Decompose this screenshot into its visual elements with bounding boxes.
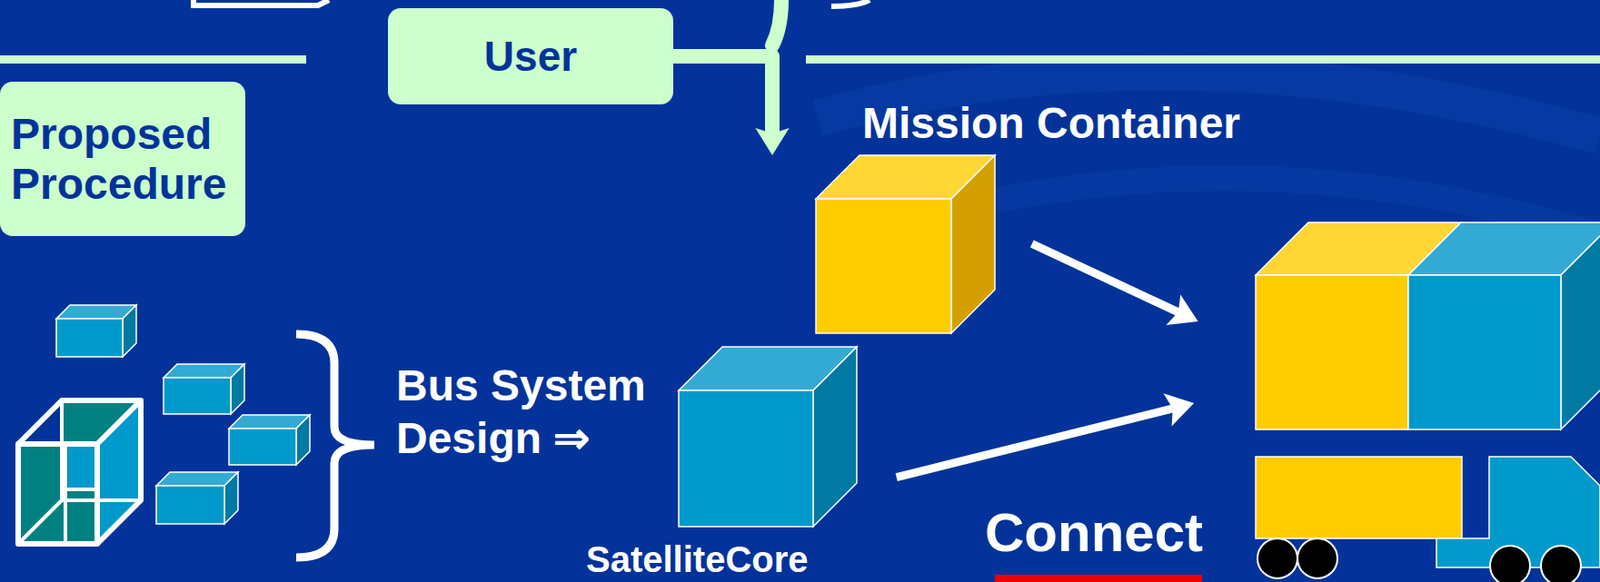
small-cube xyxy=(228,415,310,466)
divider-bar xyxy=(805,55,1600,64)
user-box: User xyxy=(387,8,674,105)
truck-wheel xyxy=(1297,538,1338,579)
cube-front xyxy=(56,318,123,358)
cube-front xyxy=(228,428,297,466)
cube-shape xyxy=(678,347,857,527)
frame-edge xyxy=(59,400,64,501)
mission-cube: Mission Container xyxy=(754,155,995,334)
frame-edge xyxy=(18,500,141,545)
cube-front xyxy=(1255,275,1409,430)
cube-side xyxy=(122,305,137,358)
frame-edge xyxy=(97,400,141,445)
cube-front xyxy=(815,198,952,334)
cube-side xyxy=(813,347,857,527)
connector-arrow xyxy=(1032,244,1199,327)
small-cube xyxy=(56,305,137,358)
frame-panel xyxy=(68,444,98,490)
cut-off-shape xyxy=(193,0,329,6)
divider-bar xyxy=(0,55,307,64)
frame-edge xyxy=(18,444,98,545)
cube-front xyxy=(156,486,225,525)
node-text: Proposed Procedure xyxy=(10,109,226,209)
satellite-core-cube: SatelliteCore xyxy=(678,347,857,527)
cut-off-shape xyxy=(831,0,870,7)
frame-front xyxy=(18,444,98,545)
bus-design-label: Bus System Design ⇒ xyxy=(396,359,669,465)
underline-bar xyxy=(994,575,1203,582)
cube-side xyxy=(296,415,310,466)
cube-shape xyxy=(754,155,995,334)
frame-cube xyxy=(18,400,141,545)
connector-line xyxy=(1032,244,1179,313)
cube-side xyxy=(224,472,239,525)
assembled-satellite: Connect xyxy=(1255,222,1600,582)
truck-wheel xyxy=(1490,546,1531,582)
brace-arm xyxy=(772,0,782,46)
procedure-box: Proposed Procedure xyxy=(0,81,246,237)
cube-side xyxy=(230,364,245,415)
frame-divider xyxy=(65,444,98,545)
connector-line xyxy=(673,56,773,134)
connector-arrow xyxy=(673,56,790,156)
node-text: SatelliteCore xyxy=(586,541,809,578)
cube-shape xyxy=(1255,222,1600,582)
frame-edges xyxy=(18,400,141,545)
node-text: User xyxy=(484,32,577,81)
cube-front xyxy=(163,377,231,415)
arrowhead xyxy=(1166,294,1199,326)
node-text: Connect xyxy=(984,506,1203,561)
frame-edge xyxy=(18,400,141,545)
cube-front xyxy=(1408,275,1561,430)
truck-wheel xyxy=(1540,546,1581,582)
small-cube xyxy=(163,364,245,415)
cube-side xyxy=(951,155,995,334)
small-cube xyxy=(156,472,239,525)
arrowhead xyxy=(755,128,789,156)
truck-trailer xyxy=(1255,457,1462,539)
curly-brace xyxy=(296,334,375,558)
cube-front xyxy=(678,390,814,527)
connector-line xyxy=(896,408,1173,478)
node-text: Mission Container xyxy=(862,101,1241,146)
arrowhead xyxy=(1163,393,1195,427)
connector-arrow xyxy=(896,393,1194,478)
truck-wheel xyxy=(1257,538,1298,579)
cube-side xyxy=(1560,222,1600,430)
